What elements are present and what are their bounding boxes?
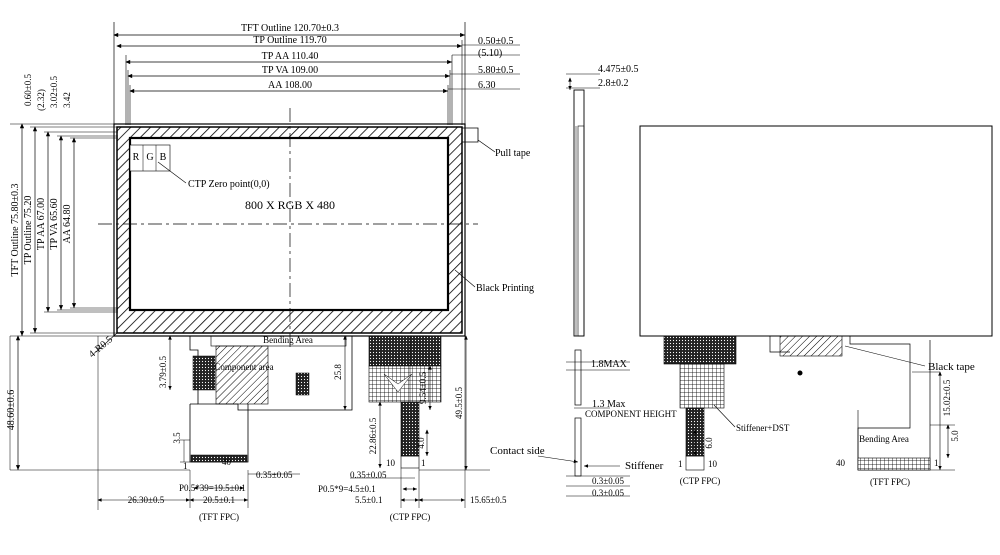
dim-9-54: 9.54±0.5 xyxy=(418,372,428,404)
pull-tape-label: Pull tape xyxy=(495,148,531,159)
dim-26-3: 26.30±0.5 xyxy=(128,495,165,505)
ctp-pin-1: 1 xyxy=(421,458,426,468)
black-printing-label: Black Printing xyxy=(476,283,534,294)
dim-ctp-0-35: 0.35±0.05 xyxy=(350,470,387,480)
dim-1-3-max: 1.3 Max xyxy=(592,399,625,410)
ctp-pitch: P0.5*9=4.5±0.1 xyxy=(318,484,376,494)
stiffener-label: Stiffener xyxy=(625,460,664,472)
component-area-label: Component area xyxy=(214,362,273,372)
ctp-fpc-label: (CTP FPC) xyxy=(390,512,430,522)
dim-22-86: 22.86±0.5 xyxy=(368,417,378,454)
dim-6-0: 6.0 xyxy=(704,437,714,449)
dim-tft-outline-height: TFT Outline 75.80±0.3 xyxy=(10,183,21,276)
rgb-b-label: B xyxy=(160,152,167,163)
side-view-labels: 4.475±0.5 2.8±0.2 1.8MAX 1.3 Max COMPONE… xyxy=(490,64,677,498)
tft-pin-40: 40 xyxy=(222,457,232,467)
back-ctp-fpc-label: (CTP FPC) xyxy=(680,476,720,486)
back-tft-pin-1: 1 xyxy=(934,458,939,468)
dim-5-5: 5.5±0.1 xyxy=(355,495,382,505)
stiffener-dst-label: Stiffener+DST xyxy=(736,423,790,433)
front-view xyxy=(9,22,520,510)
contact-side-label: Contact side xyxy=(490,445,545,457)
dim-aa-width: AA 108.00 xyxy=(268,80,312,91)
dim-left-offset-4: 3.42 xyxy=(62,92,72,108)
dim-tft-0-35: 0.35±0.05 xyxy=(256,470,293,480)
dim-left-offset-1: 0.60±0.5 xyxy=(23,74,33,106)
dim-offset-4: 6.30 xyxy=(478,80,496,91)
dim-49-5: 49.5±0.5 xyxy=(454,387,464,419)
back-view-labels: Black tape Stiffener+DST 6.0 1 10 (CTP F… xyxy=(678,361,975,487)
dim-tp-aa-width: TP AA 110.40 xyxy=(262,51,319,62)
dim-3-79: 3.79±0.5 xyxy=(158,356,168,388)
dim-1-8-max: 1.8MAX xyxy=(591,359,628,370)
dim-tp-outline-height: TP Outline 75.20 xyxy=(23,196,34,265)
back-tft-fpc-label: (TFT FPC) xyxy=(870,477,910,487)
back-ctp-pin-1: 1 xyxy=(678,459,683,469)
dim-4-475: 4.475±0.5 xyxy=(598,64,639,75)
tft-pitch: P0.5*39=19.5±0.1 xyxy=(179,483,246,493)
ctp-pin-10: 10 xyxy=(386,458,396,468)
dim-tp-va-height: TP VA 65.60 xyxy=(49,198,60,249)
dim-tp-outline-width: TP Outline 119.70 xyxy=(253,35,326,46)
dim-tft-outline-width: TFT Outline 120.70±0.3 xyxy=(241,23,339,34)
dim-tp-va-width: TP VA 109.00 xyxy=(262,65,318,76)
dim-0-3-b: 0.3±0.05 xyxy=(592,488,624,498)
back-bending-area-label: Bending Area xyxy=(859,434,909,444)
rgb-g-label: G xyxy=(146,152,153,163)
dim-5-0: 5.0 xyxy=(950,430,960,442)
component-height-label: COMPONENT HEIGHT xyxy=(585,409,677,419)
black-tape-label: Black tape xyxy=(928,361,975,373)
side-view xyxy=(537,73,630,497)
dim-left-offset-3: 3.02±0.5 xyxy=(49,76,59,108)
rgb-r-label: R xyxy=(133,152,140,163)
front-view-labels: TFT Outline 120.70±0.3 TP Outline 119.70… xyxy=(6,23,534,522)
dim-4-0: 4.0 xyxy=(416,437,426,449)
dim-tp-aa-height: TP AA 67.00 xyxy=(36,198,47,250)
dim-20-5: 20.5±0.1 xyxy=(203,495,235,505)
dim-aa-height: AA 64.80 xyxy=(62,205,73,244)
resolution-label: 800 X RGB X 480 xyxy=(245,198,335,212)
dim-15-02: 15.02±0.5 xyxy=(942,379,952,416)
back-ctp-pin-10: 10 xyxy=(708,459,718,469)
corner-radius-label: 4-R0.5 xyxy=(87,334,115,360)
dim-2-8: 2.8±0.2 xyxy=(598,78,629,89)
ctp-zero-point-label: CTP Zero point(0,0) xyxy=(188,179,270,190)
back-tft-pin-40: 40 xyxy=(836,458,846,468)
dim-offset-2: (5.10) xyxy=(478,48,502,59)
tft-fpc-label: (TFT FPC) xyxy=(199,512,239,522)
dim-48-6: 48.60±0.6 xyxy=(6,390,17,431)
dim-3-5: 3.5 xyxy=(172,432,182,444)
dim-offset-3: 5.80±0.5 xyxy=(478,65,514,76)
dim-15-65: 15.65±0.5 xyxy=(470,495,507,505)
dim-left-offset-2: (2.32) xyxy=(36,89,46,111)
tft-pin-1: 1 xyxy=(183,461,188,471)
dim-25-8: 25.8 xyxy=(333,364,343,380)
tft-bending-area-label: Bending Area xyxy=(263,335,313,345)
dim-0-3-a: 0.3±0.05 xyxy=(592,476,624,486)
back-view xyxy=(639,125,993,471)
dim-offset-1: 0.50±0.5 xyxy=(478,36,514,47)
